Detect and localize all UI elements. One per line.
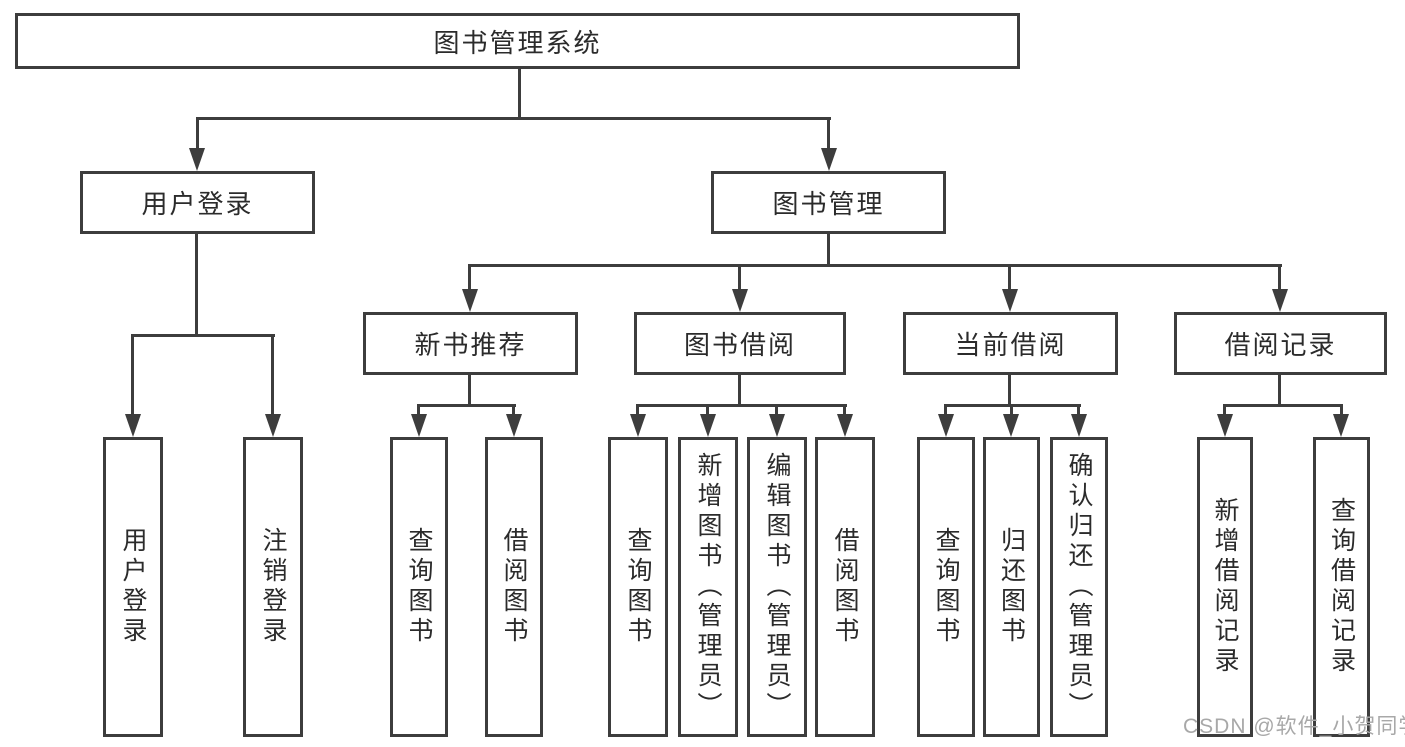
connector-stem bbox=[775, 404, 778, 418]
connector-stem bbox=[1010, 404, 1013, 418]
connector-stem bbox=[512, 404, 515, 418]
connector-stem bbox=[417, 404, 420, 418]
node-leaf-query-borrow-record: 查询借阅记录 bbox=[1313, 437, 1370, 737]
connector-stem bbox=[636, 404, 639, 418]
node-new-book-recommend: 新书推荐 bbox=[363, 312, 578, 375]
arrow-down-icon bbox=[189, 148, 205, 171]
arrow-down-icon bbox=[630, 414, 646, 437]
node-leaf-query-books-borrow: 查询图书 bbox=[608, 437, 668, 737]
node-leaf-edit-books-admin: 编辑图书（管理员） bbox=[747, 437, 807, 737]
node-borrow-records: 借阅记录 bbox=[1174, 312, 1387, 375]
connector-stem bbox=[827, 117, 830, 150]
arrow-down-icon bbox=[821, 148, 837, 171]
connector-stem bbox=[468, 264, 471, 292]
arrow-down-icon bbox=[462, 289, 478, 312]
connector-stem bbox=[1278, 264, 1281, 292]
arrow-down-icon bbox=[411, 414, 427, 437]
connector-group-branch bbox=[1223, 404, 1343, 407]
node-leaf-logout: 注销登录 bbox=[243, 437, 303, 737]
arrow-down-icon bbox=[837, 414, 853, 437]
arrow-down-icon bbox=[700, 414, 716, 437]
arrow-down-icon bbox=[506, 414, 522, 437]
node-user-login: 用户登录 bbox=[80, 171, 315, 234]
connector-login-branch bbox=[131, 334, 275, 337]
arrow-down-icon bbox=[125, 414, 141, 437]
arrow-down-icon bbox=[938, 414, 954, 437]
arrow-down-icon bbox=[1071, 414, 1087, 437]
node-leaf-return-books: 归还图书 bbox=[983, 437, 1040, 737]
node-book-borrow: 图书借阅 bbox=[634, 312, 846, 375]
connector-management-drop bbox=[827, 233, 830, 266]
arrow-down-icon bbox=[1002, 289, 1018, 312]
node-leaf-user-login: 用户登录 bbox=[103, 437, 163, 737]
connector-stem bbox=[1223, 404, 1226, 418]
arrow-down-icon bbox=[1003, 414, 1019, 437]
connector-stem bbox=[706, 404, 709, 418]
connector-stem bbox=[1340, 404, 1343, 418]
connector-group-drop bbox=[1008, 374, 1011, 406]
connector-root-drop bbox=[518, 67, 521, 119]
connector-group-drop bbox=[738, 374, 741, 406]
node-leaf-query-books-current: 查询图书 bbox=[917, 437, 975, 737]
connector-group-drop bbox=[468, 374, 471, 406]
connector-level2-branch bbox=[196, 117, 831, 120]
node-root: 图书管理系统 bbox=[15, 13, 1020, 69]
arrow-down-icon bbox=[1333, 414, 1349, 437]
node-leaf-borrow-books: 借阅图书 bbox=[815, 437, 875, 737]
connector-stem bbox=[738, 264, 741, 292]
node-leaf-borrow-books-recommend: 借阅图书 bbox=[485, 437, 543, 737]
arrow-down-icon bbox=[769, 414, 785, 437]
node-current-borrow: 当前借阅 bbox=[903, 312, 1118, 375]
arrow-down-icon bbox=[1272, 289, 1288, 312]
arrow-down-icon bbox=[732, 289, 748, 312]
csdn-watermark: CSDN @软件_小贺同学 bbox=[1183, 715, 1405, 738]
connector-level3-branch bbox=[468, 264, 1282, 267]
arrow-down-icon bbox=[1217, 414, 1233, 437]
connector-group-drop bbox=[1278, 374, 1281, 406]
connector-stem bbox=[1008, 264, 1011, 292]
node-leaf-query-books-recommend: 查询图书 bbox=[390, 437, 448, 737]
node-book-management: 图书管理 bbox=[711, 171, 946, 234]
node-leaf-confirm-return-admin: 确认归还（管理员） bbox=[1050, 437, 1108, 737]
arrow-down-icon bbox=[265, 414, 281, 437]
connector-stem bbox=[944, 404, 947, 418]
node-leaf-add-books-admin: 新增图书（管理员） bbox=[678, 437, 738, 737]
connector-login-drop bbox=[195, 233, 198, 336]
connector-stem bbox=[843, 404, 846, 418]
connector-stem bbox=[271, 334, 274, 416]
connector-group-branch bbox=[636, 404, 847, 407]
connector-stem bbox=[196, 117, 199, 150]
connector-stem bbox=[1077, 404, 1080, 418]
connector-group-branch bbox=[417, 404, 516, 407]
connector-stem bbox=[131, 334, 134, 416]
node-leaf-add-borrow-record: 新增借阅记录 bbox=[1197, 437, 1253, 737]
